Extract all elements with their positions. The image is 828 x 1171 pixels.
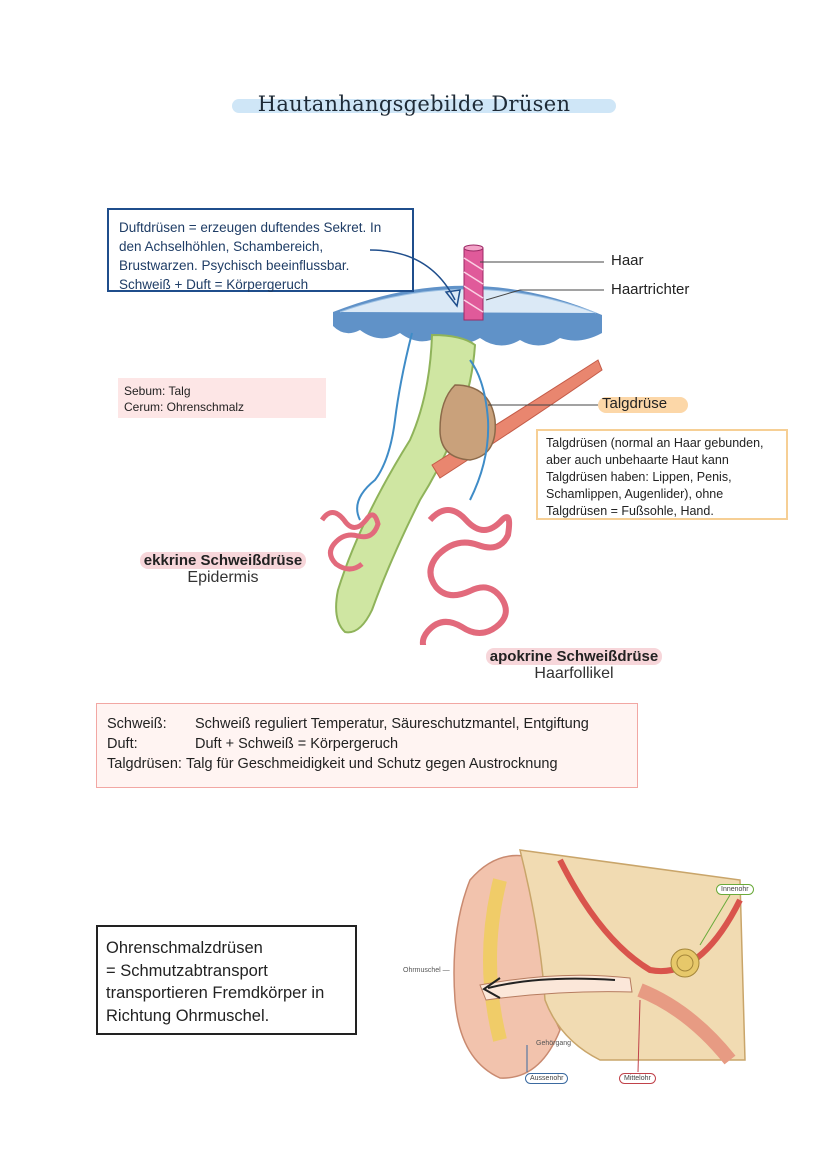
talg-line: Talgdrüsen haben: Lippen, Penis,	[546, 470, 732, 484]
summary-row: Talgdrüsen: Talg für Geschmeidigkeit und…	[107, 754, 627, 774]
talgdruese-highlight	[598, 397, 688, 413]
apokrine-title: apokrine Schweißdrüse	[485, 648, 663, 665]
duft-line: Duftdrüsen = erzeugen duftendes Sekret. …	[119, 220, 382, 235]
duft-arrow	[369, 249, 461, 308]
summary-value: Schweiß reguliert Temperatur, Säureschut…	[195, 716, 589, 732]
sebum-box: Sebum: Talg Cerum: Ohrenschmalz	[118, 378, 326, 418]
talg-line: Talgdrüsen = Fußsohle, Hand.	[546, 504, 714, 518]
talg-line: aber auch unbehaarte Haut kann	[546, 453, 729, 467]
leader-lines	[480, 261, 604, 406]
summary-value: Talg für Geschmeidigkeit und Schutz gege…	[185, 756, 558, 772]
duft-line: Brustwarzen. Psychisch beeinflussbar.	[119, 258, 350, 273]
summary-key: Talgdrüsen:	[107, 756, 182, 772]
ear-label-mittelohr: Mittelohr	[619, 1073, 656, 1084]
summary-row: Duft: Duft + Schweiß = Körpergeruch	[107, 734, 627, 754]
talgdruesen-box: Talgdrüsen (normal an Haar gebunden, abe…	[536, 429, 788, 520]
sebum-line: Sebum: Talg	[124, 384, 191, 398]
page-title-area: Hautanhangsgebilde Drüsen	[0, 92, 828, 116]
label-talgdruese: Talgdrüse	[602, 395, 668, 412]
summary-row: Schweiß: Schweiß reguliert Temperatur, S…	[107, 714, 627, 734]
apokrine-label: apokrine Schweißdrüse Haarfollikel	[474, 648, 674, 683]
summary-key: Duft:	[107, 736, 138, 752]
duft-line: den Achselhöhlen, Schambereich,	[119, 239, 324, 254]
apokrine-sub: Haarfollikel	[534, 665, 614, 682]
ohr-line: transportieren Fremdkörper in	[106, 984, 325, 1002]
label-haar: Haar	[611, 252, 644, 269]
ekkrine-label: ekkrine Schweißdrüse Epidermis	[126, 552, 320, 587]
summary-key: Schweiß:	[107, 716, 167, 732]
ear-label-innenohr: Innenohr	[716, 884, 754, 895]
sebum-line: Cerum: Ohrenschmalz	[124, 400, 245, 414]
ear-label-ohrmuschel: Ohrmuschel —	[403, 967, 450, 974]
ohr-line: Ohrenschmalzdrüsen	[106, 939, 263, 957]
summary-box: Schweiß: Schweiß reguliert Temperatur, S…	[96, 703, 638, 788]
ear-label-aussenohr: Aussenohr	[525, 1073, 569, 1084]
ear-label-gehoergang: Gehörgang	[536, 1040, 572, 1047]
ear-illustration	[453, 849, 746, 1079]
title-highlight	[232, 99, 616, 113]
talg-line: Schamlippen, Augenlider), ohne	[546, 487, 724, 501]
summary-value: Duft + Schweiß = Körpergeruch	[195, 736, 399, 752]
duft-info-box: Duftdrüsen = erzeugen duftendes Sekret. …	[107, 208, 414, 292]
ohrenschmalz-box: Ohrenschmalzdrüsen = Schmutzabtransport …	[96, 925, 357, 1035]
ohr-line: Richtung Ohrmuschel.	[106, 1006, 270, 1025]
label-haartrichter: Haartrichter	[611, 281, 690, 298]
talg-line: Talgdrüsen (normal an Haar gebunden,	[546, 436, 764, 450]
duft-line: Schweiß + Duft = Körpergeruch	[119, 277, 309, 292]
page-title: Hautanhangsgebilde Drüsen	[257, 92, 571, 116]
ekkrine-sub: Epidermis	[187, 569, 259, 586]
skin-gland-illustration	[320, 244, 603, 645]
ekkrine-title: ekkrine Schweißdrüse	[139, 552, 307, 569]
ohr-line: = Schmutzabtransport	[106, 961, 268, 980]
